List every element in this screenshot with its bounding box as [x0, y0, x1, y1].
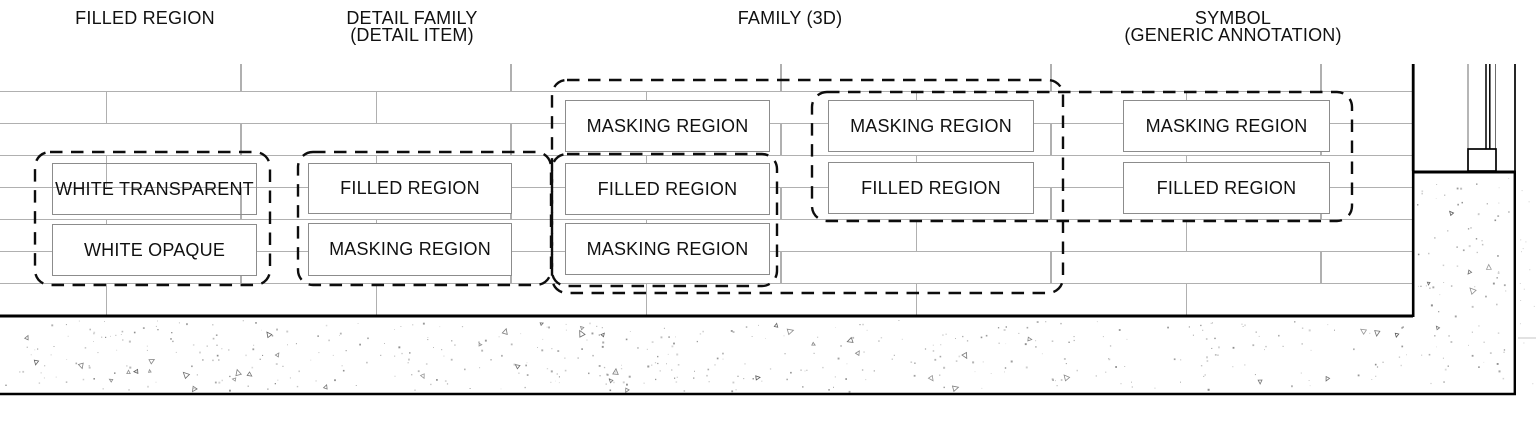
- group-outline-family-3d: [550, 78, 1065, 295]
- header-line: FILLED REGION: [75, 8, 215, 28]
- column-header-filled-region: FILLED REGION: [25, 8, 265, 28]
- header-line: DETAIL FAMILY: [346, 8, 478, 28]
- label-box-symbol-filled: FILLED REGION: [1123, 162, 1330, 214]
- concrete-footing-fill: [0, 172, 1515, 394]
- label-box-family-filled-region: FILLED REGION: [565, 163, 770, 215]
- label-box-family-right-filled: FILLED REGION: [828, 162, 1034, 214]
- group-outline-filled-region: [33, 150, 272, 287]
- label-box-family-masking-top: MASKING REGION: [565, 100, 770, 152]
- label-box-white-transparent: WHITE TRANSPARENT: [52, 163, 257, 215]
- group-outline-family-3d-inner: [550, 152, 779, 288]
- window-sill: [1467, 148, 1497, 172]
- header-line: FAMILY (3D): [737, 8, 843, 28]
- label-box-detail-masking-region: MASKING REGION: [308, 223, 512, 276]
- header-line: (GENERIC ANNOTATION): [1124, 25, 1342, 45]
- group-outline-masking-filled-span: [810, 90, 1354, 223]
- label-box-symbol-masking: MASKING REGION: [1123, 100, 1330, 152]
- column-header-detail-family: DETAIL FAMILY (DETAIL ITEM): [292, 8, 532, 45]
- label-box-white-opaque: WHITE OPAQUE: [52, 224, 257, 276]
- column-header-symbol: SYMBOL (GENERIC ANNOTATION): [1113, 8, 1353, 45]
- label-box-family-right-masking: MASKING REGION: [828, 100, 1034, 152]
- label-box-family-masking-bottom: MASKING REGION: [565, 223, 770, 275]
- group-outlines: [33, 78, 1354, 295]
- concrete-stipple-texture: [5, 178, 1535, 394]
- header-line: SYMBOL: [1194, 8, 1272, 28]
- column-header-family-3d: FAMILY (3D): [670, 8, 910, 28]
- header-line: (DETAIL ITEM): [350, 25, 474, 45]
- concrete-borders: [0, 170, 1517, 396]
- wall-frame-lines: [1411, 64, 1516, 172]
- label-box-detail-filled-region: FILLED REGION: [308, 163, 512, 214]
